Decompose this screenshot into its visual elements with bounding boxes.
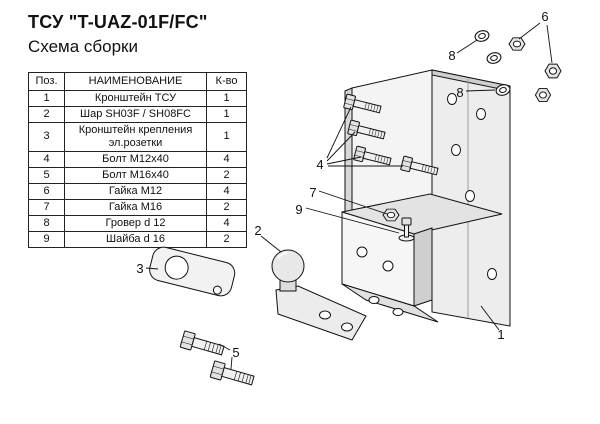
callout-2: 2	[254, 223, 261, 238]
callout-4: 4	[316, 157, 323, 172]
callout-9: 9	[295, 202, 302, 217]
callout-6: 6	[541, 9, 548, 24]
cell-name: Шар SH03F / SH08FC	[64, 105, 207, 123]
cell-qty: 2	[206, 198, 247, 216]
cell-qty: 2	[206, 230, 247, 248]
washer-d16-with-bolt	[398, 217, 415, 242]
table-row: 7 Гайка М16 2	[28, 198, 247, 216]
cell-qty: 1	[206, 105, 247, 123]
bolts-m16	[179, 330, 256, 390]
leader-lines	[145, 22, 553, 370]
col-header-name: НАИМЕНОВАНИЕ	[64, 72, 207, 91]
table-header-row: Поз. НАИМЕНОВАНИЕ К-во	[28, 72, 247, 91]
callout-5: 5	[232, 345, 239, 360]
nut-m16	[382, 208, 400, 222]
cell-qty: 4	[206, 150, 247, 168]
callout-7: 7	[309, 185, 316, 200]
col-header-qty: К-во	[206, 72, 247, 91]
callout-1: 1	[497, 327, 504, 342]
socket-bracket-drawing	[149, 246, 236, 297]
cell-name: Кронштейн крепления эл.розетки	[64, 121, 207, 152]
cell-qty: 1	[206, 121, 247, 152]
cell-name: Шайба d 16	[64, 230, 207, 248]
table-row: 3 Кронштейн крепления эл.розетки 1	[28, 121, 247, 152]
table-row: 2 Шар SH03F / SH08FC 1	[28, 105, 247, 123]
col-header-pos: Поз.	[28, 72, 65, 91]
callout-8b: 8	[456, 85, 463, 100]
tow-ball-drawing	[271, 249, 367, 341]
table-row: 9 Шайба d 16 2	[28, 230, 247, 248]
callout-3: 3	[136, 261, 143, 276]
cell-qty: 4	[206, 214, 247, 232]
cell-qty: 4	[206, 182, 247, 200]
nuts-m12	[508, 37, 562, 103]
callout-labels: 1 2 3 4 5 6 7 8 8 9	[136, 9, 548, 360]
cell-pos: 9	[28, 230, 65, 248]
page-title: ТСУ "T-UAZ-01F/FC"	[28, 12, 208, 32]
callout-8a: 8	[448, 48, 455, 63]
parts-table: Поз. НАИМЕНОВАНИЕ К-во 1 Кронштейн ТСУ 1…	[28, 72, 247, 248]
page-subtitle: Схема сборки	[28, 37, 138, 56]
